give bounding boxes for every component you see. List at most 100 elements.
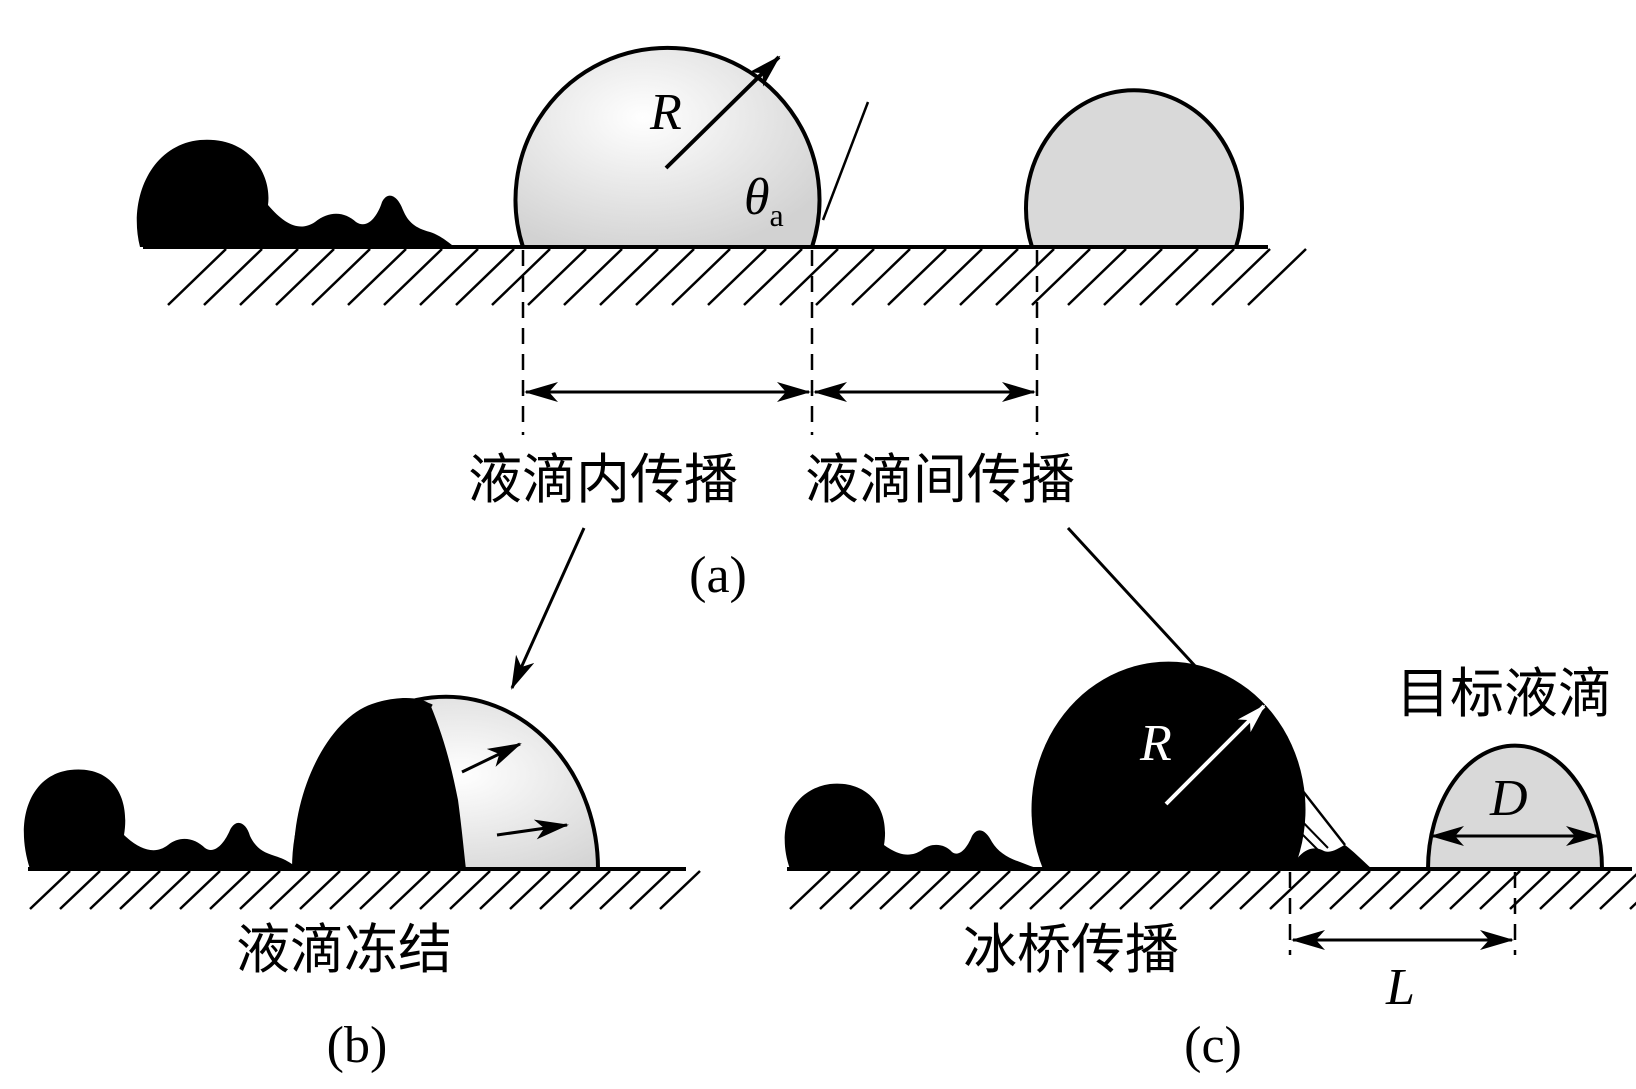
hatch-line	[999, 870, 1041, 910]
panel-a-liquid-droplet	[513, 45, 822, 249]
hatch-line	[1479, 870, 1521, 910]
panel-a-caption: (a)	[689, 547, 747, 604]
panel-a-radius-label: R	[649, 84, 682, 141]
panel-c-frozen-droplet	[1031, 661, 1306, 869]
hatch-line	[569, 870, 611, 910]
hatch-line	[491, 248, 551, 306]
hatch-line	[1269, 870, 1311, 910]
hatch-line	[179, 870, 221, 910]
hatch-line	[269, 870, 311, 910]
hatch-line	[563, 248, 623, 306]
hatch-line	[1449, 870, 1491, 910]
hatch-line	[311, 248, 371, 306]
hatch-line	[1031, 248, 1091, 306]
panel-c-diameter-label: D	[1489, 770, 1528, 827]
hatch-line	[347, 248, 407, 306]
hatch-line	[449, 870, 491, 910]
hatch-line	[995, 248, 1055, 306]
hatch-line	[849, 870, 891, 910]
hatch-line	[1029, 870, 1071, 910]
hatch-line	[1419, 870, 1461, 910]
hatch-line	[383, 248, 443, 306]
hatch-line	[1299, 870, 1341, 910]
hatch-line	[167, 248, 227, 306]
panel-c-hatching	[789, 870, 1636, 910]
hatch-line	[851, 248, 911, 306]
hatch-line	[1389, 870, 1431, 910]
hatch-line	[527, 248, 587, 306]
hatch-line	[629, 870, 671, 910]
hatch-line	[707, 248, 767, 306]
hatch-line	[879, 870, 921, 910]
hatch-line	[1239, 870, 1281, 910]
panel-c-ice-bridge	[1290, 845, 1372, 869]
panel-b-arrow-lower	[496, 819, 569, 840]
panel-c: R D 目标液滴 L 冰桥传播 (c)	[784, 661, 1636, 1074]
panel-b-frozen-part	[293, 698, 466, 869]
hatch-line	[239, 870, 281, 910]
hatch-line	[1067, 248, 1127, 306]
hatch-line	[209, 870, 251, 910]
panel-b-label: 液滴冻结	[236, 918, 452, 981]
hatch-line	[923, 248, 983, 306]
hatch-line	[329, 870, 371, 910]
panel-b-arrow-upper	[461, 742, 522, 774]
hatch-line	[1149, 870, 1191, 910]
hatch-line	[299, 870, 341, 910]
hatch-line	[1179, 870, 1221, 910]
panel-a-label-intra: 液滴内传播	[468, 448, 738, 511]
hatch-line	[659, 870, 701, 910]
hatch-line	[815, 248, 875, 306]
hatch-line	[1139, 248, 1199, 306]
hatch-line	[59, 870, 101, 910]
panel-c-caption: (c)	[1184, 1017, 1242, 1074]
panel-c-distance-label: L	[1385, 959, 1415, 1016]
panel-a-frozen-droplet	[136, 139, 455, 247]
hatch-line	[599, 870, 641, 910]
hatch-line	[1359, 870, 1401, 910]
hatch-line	[1119, 870, 1161, 910]
hatch-line	[389, 870, 431, 910]
connector-to-c	[1066, 526, 1198, 669]
hatch-line	[29, 870, 71, 910]
panel-a-label-inter: 液滴间传播	[805, 448, 1075, 511]
hatch-line	[819, 870, 861, 910]
hatch-line	[89, 870, 131, 910]
hatch-line	[203, 248, 263, 306]
panel-c-target-label: 目标液滴	[1396, 662, 1612, 725]
hatch-line	[909, 870, 951, 910]
hatch-line	[1539, 870, 1581, 910]
panel-c-radius-arrow	[1164, 704, 1266, 806]
panel-b: 液滴冻结 (b)	[23, 694, 701, 1074]
panel-c-label: 冰桥传播	[963, 918, 1179, 981]
hatch-line	[1103, 248, 1163, 306]
hatch-line	[779, 248, 839, 306]
hatch-line	[539, 870, 581, 910]
hatch-line	[789, 870, 831, 910]
panel-a-tangent-line	[821, 101, 870, 221]
panel-c-bridge-outline-2	[1292, 811, 1329, 851]
hatch-line	[939, 870, 981, 910]
hatch-line	[743, 248, 803, 306]
hatch-line	[239, 248, 299, 306]
connector-to-b	[510, 527, 586, 690]
hatch-line	[1089, 870, 1131, 910]
hatch-line	[455, 248, 515, 306]
panel-a-radius-arrow	[664, 55, 781, 170]
hatch-line	[959, 248, 1019, 306]
hatch-line	[1059, 870, 1101, 910]
hatch-line	[1509, 870, 1551, 910]
panel-c-frost	[784, 783, 1040, 869]
hatch-line	[671, 248, 731, 306]
hatch-line	[359, 870, 401, 910]
hatch-line	[1569, 870, 1611, 910]
hatch-line	[969, 870, 1011, 910]
hatch-line	[149, 870, 191, 910]
hatch-line	[1175, 248, 1235, 306]
hatch-line	[1211, 248, 1271, 306]
hatch-line	[479, 870, 521, 910]
panel-b-hatching	[29, 870, 701, 910]
panel-b-caption: (b)	[327, 1017, 388, 1074]
hatch-line	[887, 248, 947, 306]
